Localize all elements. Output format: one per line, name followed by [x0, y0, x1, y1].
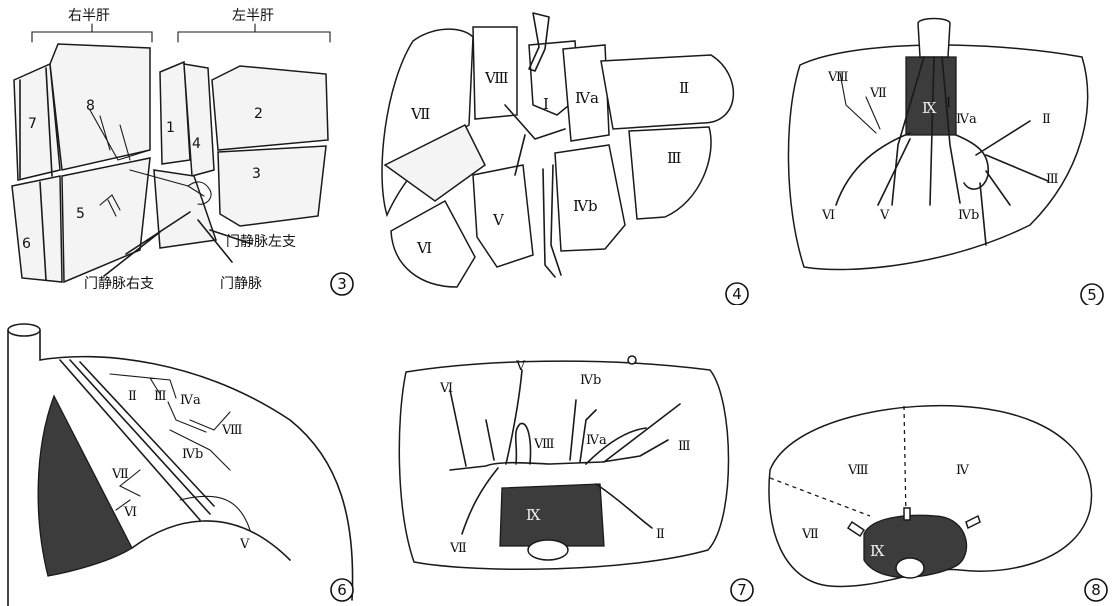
segment-label-VII: Ⅶ [449, 541, 467, 556]
segment-6-block [12, 176, 62, 282]
header-left-half: 左半肝 [232, 8, 274, 24]
segment-label-3: 3 [252, 166, 261, 182]
segment-label-II: Ⅱ [1042, 112, 1051, 127]
segment-label-VI: Ⅵ [123, 505, 137, 520]
segment-label-III: Ⅲ [678, 439, 691, 454]
figure-3-drawing: 右半肝 左半肝 7 8 6 5 1 4 2 3 门静脉左支 门静脉右支 门静脉 … [0, 0, 360, 300]
segment-label-2: 2 [254, 106, 263, 122]
segment-2-block [212, 66, 328, 150]
figure-3-panel: 右半肝 左半肝 7 8 6 5 1 4 2 3 门静脉左支 门静脉右支 门静脉 … [0, 0, 360, 300]
segment-label-VII: Ⅶ [111, 467, 129, 482]
svg-text:4: 4 [732, 285, 742, 303]
segment-label-V: Ⅴ [515, 359, 526, 374]
figure-number-badge-3: 3 [331, 273, 353, 295]
figure-number-badge-6: 6 [331, 579, 353, 601]
segment-label-4: 4 [192, 136, 201, 152]
left-half-bracket [178, 32, 330, 42]
svg-text:3: 3 [337, 275, 347, 293]
segment-label-7: 7 [28, 116, 37, 132]
label-right-portal-branch: 门静脉右支 [84, 276, 154, 292]
segment-label-II: Ⅱ [679, 79, 689, 97]
segment-label-IVa: Ⅳa [586, 433, 607, 448]
segment-label-IX: Ⅸ [526, 506, 541, 524]
figure-8-panel: Ⅷ Ⅳ Ⅶ Ⅸ 8 [760, 390, 1113, 606]
segment-3-block [218, 146, 326, 226]
segment-III-block [629, 127, 711, 219]
segment-label-VIII: Ⅷ [847, 463, 868, 478]
caudate-shaded [38, 396, 132, 576]
figure-6-panel: Ⅱ Ⅲ Ⅳa Ⅷ Ⅳb Ⅶ Ⅵ Ⅴ 6 [0, 300, 360, 606]
figure-number-badge-7: 7 [731, 579, 753, 601]
segment-label-V: Ⅴ [492, 211, 505, 229]
segment-label-IV: Ⅳ [956, 463, 970, 478]
header-right-half: 右半肝 [68, 8, 110, 24]
figure-4-panel: Ⅶ Ⅷ Ⅰ Ⅳa Ⅱ Ⅲ Ⅵ Ⅴ Ⅳb 4 [365, 5, 755, 305]
figure-8-drawing: Ⅷ Ⅳ Ⅶ Ⅸ 8 [760, 390, 1113, 606]
right-half-bracket [32, 32, 152, 42]
segment-label-V: Ⅴ [239, 537, 250, 552]
figure-7-drawing: Ⅵ Ⅴ Ⅳb Ⅷ Ⅳa Ⅲ Ⅸ Ⅶ Ⅱ 7 [390, 340, 760, 606]
segment-label-5: 5 [76, 206, 85, 222]
segment-label-IVa: Ⅳa [180, 393, 201, 408]
segment-label-VIII: Ⅷ [827, 70, 848, 85]
segment-label-IVa: Ⅳa [956, 112, 977, 127]
segment-label-VII: Ⅶ [801, 527, 819, 542]
segment-label-VIII: Ⅷ [221, 423, 242, 438]
segment-label-II: Ⅱ [128, 389, 137, 404]
segment-label-IVb: Ⅳb [958, 208, 979, 223]
figure-6-drawing: Ⅱ Ⅲ Ⅳa Ⅷ Ⅳb Ⅶ Ⅵ Ⅴ 6 [0, 300, 360, 606]
vena-cava-top [8, 324, 40, 336]
segment-label-I: Ⅰ [946, 96, 951, 111]
segment-label-VI: Ⅵ [439, 381, 453, 396]
segment-label-IVb: Ⅳb [182, 447, 203, 462]
figure-number-badge-5: 5 [1081, 284, 1103, 305]
figure-number-badge-8: 8 [1085, 579, 1107, 601]
svg-text:7: 7 [737, 581, 747, 599]
segment-II-block [601, 55, 733, 129]
svg-text:5: 5 [1087, 286, 1097, 304]
segment-label-IVb: Ⅳb [573, 197, 598, 215]
vena-cava [918, 19, 950, 58]
segment-label-I: Ⅰ [543, 95, 549, 113]
segment-IX-shaded [500, 484, 604, 546]
segment-label-IX: Ⅸ [870, 542, 885, 560]
segment-1-lower [154, 170, 216, 248]
label-portal-vein: 门静脉 [220, 276, 262, 292]
segment-label-VII: Ⅶ [869, 86, 887, 101]
svg-text:6: 6 [337, 581, 347, 599]
segment-label-VI: Ⅵ [416, 239, 432, 257]
segment-label-VII: Ⅶ [410, 105, 430, 123]
segment-8-block [50, 44, 150, 170]
segment-label-6: 6 [22, 236, 31, 252]
segment-label-V: Ⅴ [879, 208, 890, 223]
segment-VI-block [391, 201, 475, 287]
label-left-portal-branch: 门静脉左支 [226, 234, 296, 250]
segment-label-VIII: Ⅷ [533, 437, 554, 452]
segment-label-III: Ⅲ [667, 149, 681, 167]
segment-label-IVb: Ⅳb [580, 373, 601, 388]
figure-5-panel: Ⅷ Ⅶ Ⅸ Ⅰ Ⅳa Ⅱ Ⅲ Ⅵ Ⅴ Ⅳb 5 [780, 5, 1113, 305]
segment-label-II: Ⅱ [656, 527, 665, 542]
segment-label-VI: Ⅵ [821, 208, 835, 223]
segment-label-IX: Ⅸ [922, 99, 937, 117]
figure-4-drawing: Ⅶ Ⅷ Ⅰ Ⅳa Ⅱ Ⅲ Ⅵ Ⅴ Ⅳb 4 [365, 5, 755, 305]
segment-label-8: 8 [86, 98, 95, 114]
segment-label-III: Ⅲ [1046, 172, 1059, 187]
segment-label-IVa: Ⅳa [575, 89, 599, 107]
segment-label-III: Ⅲ [154, 389, 167, 404]
segment-label-VIII: Ⅷ [484, 69, 509, 87]
figure-7-panel: Ⅵ Ⅴ Ⅳb Ⅷ Ⅳa Ⅲ Ⅸ Ⅶ Ⅱ 7 [390, 340, 760, 606]
figure-number-badge-4: 4 [726, 283, 748, 305]
figure-5-drawing: Ⅷ Ⅶ Ⅸ Ⅰ Ⅳa Ⅱ Ⅲ Ⅵ Ⅴ Ⅳb 5 [780, 5, 1113, 305]
svg-text:8: 8 [1091, 581, 1101, 599]
segment-label-1: 1 [166, 120, 175, 136]
